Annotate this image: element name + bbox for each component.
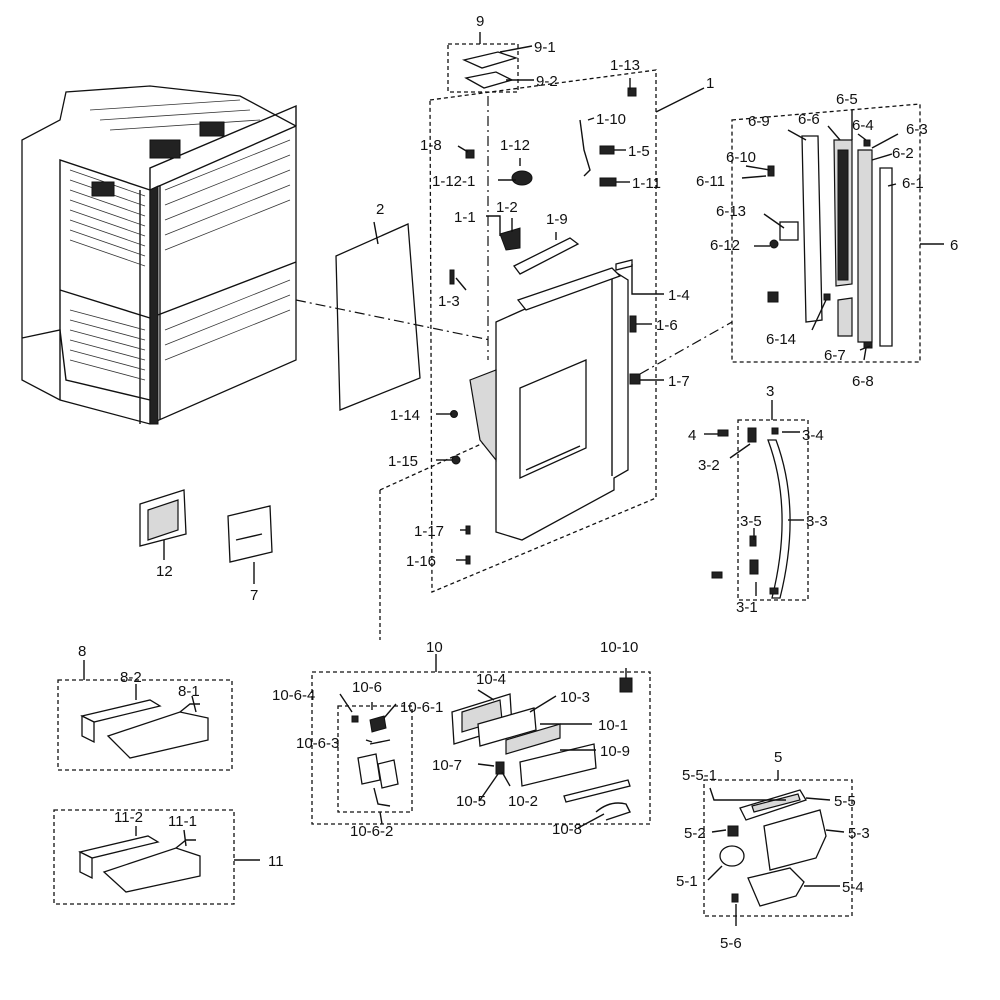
- label-6-6: 6-6: [798, 111, 820, 128]
- label-1-15: 1-15: [388, 453, 418, 470]
- assembly-10-box: [311, 671, 651, 825]
- label-1-3: 1-3: [438, 293, 460, 310]
- label-1-16: 1-16: [406, 553, 436, 570]
- label-5-3: 5-3: [848, 825, 870, 842]
- label-1-6: 1-6: [656, 317, 678, 334]
- label-1-1: 1-1: [454, 209, 476, 226]
- label-1-12-1: 1-12-1: [432, 173, 475, 190]
- label-5: 5: [774, 749, 782, 766]
- label-7: 7: [250, 587, 258, 604]
- label-6-7: 6-7: [824, 347, 846, 364]
- duct-11: [78, 835, 201, 893]
- label-1-8: 1-8: [420, 137, 442, 154]
- label-6-10: 6-10: [726, 149, 756, 166]
- label-10-7: 10-7: [432, 757, 462, 774]
- label-10-6-1: 10-6-1: [400, 699, 443, 716]
- label-11-1: 11-1: [168, 813, 197, 830]
- label-5-1: 5-1: [676, 873, 698, 890]
- label-6-2: 6-2: [892, 145, 914, 162]
- label-11-2: 11-2: [114, 809, 143, 826]
- assembly-3-box: [737, 419, 809, 601]
- label-1-14: 1-14: [390, 407, 420, 424]
- alignment-line-strips: [639, 321, 733, 375]
- alignment-line-gasket: [295, 299, 491, 341]
- door-strips: [767, 135, 893, 349]
- ice-maker-parts: [719, 789, 827, 907]
- label-9-1: 9-1: [534, 39, 556, 56]
- label-3-1: 3-1: [736, 599, 758, 616]
- label-10-3: 10-3: [560, 689, 590, 706]
- label-5-5-1: 5-5-1: [682, 767, 717, 784]
- label-5-4: 5-4: [842, 879, 864, 896]
- label-6-9: 6-9: [748, 113, 770, 130]
- assembly-6-box: [731, 103, 921, 363]
- label-10-5: 10-5: [456, 793, 486, 810]
- label-10-2: 10-2: [508, 793, 538, 810]
- refrigerator-cabinet: [21, 85, 297, 425]
- label-1-12: 1-12: [500, 137, 530, 154]
- door-small-parts: [449, 51, 641, 565]
- label-6-4: 6-4: [852, 117, 874, 134]
- leader-lines: [83, 32, 944, 926]
- label-2: 2: [376, 201, 384, 218]
- label-6-14: 6-14: [766, 331, 796, 348]
- label-10: 10: [426, 639, 443, 656]
- label-12: 12: [156, 563, 173, 580]
- label-10-8: 10-8: [552, 821, 582, 838]
- label-10-4: 10-4: [476, 671, 506, 688]
- label-8-2: 8-2: [120, 669, 142, 686]
- assembly-11-box: [53, 809, 235, 905]
- label-10-1: 10-1: [598, 717, 628, 734]
- label-1-5: 1-5: [628, 143, 650, 160]
- label-1-13: 1-13: [610, 57, 640, 74]
- label-11: 11: [268, 853, 284, 870]
- label-6-13: 6-13: [716, 203, 746, 220]
- label-3: 3: [766, 383, 774, 400]
- label-1-10: 1-10: [596, 111, 626, 128]
- duct-8: [80, 699, 209, 759]
- label-9: 9: [476, 13, 484, 30]
- label-9-2: 9-2: [536, 73, 558, 90]
- label-3-2: 3-2: [698, 457, 720, 474]
- label-6-1: 6-1: [902, 175, 924, 192]
- assembly-5-box: [703, 779, 853, 917]
- label-5-2: 5-2: [684, 825, 706, 842]
- label-1-4: 1-4: [668, 287, 690, 304]
- label-5-6: 5-6: [720, 935, 742, 952]
- label-1-2: 1-2: [496, 199, 518, 216]
- refrigerator-door: [469, 267, 629, 541]
- label-6: 6: [950, 237, 958, 254]
- dispenser-parts: [351, 677, 633, 821]
- label-10-6-4: 10-6-4: [272, 687, 315, 704]
- label-5-5: 5-5: [834, 793, 856, 810]
- label-10-9: 10-9: [600, 743, 630, 760]
- assembly-8-box: [57, 679, 233, 771]
- label-6-11: 6-11: [696, 173, 725, 190]
- label-3-3: 3-3: [806, 513, 828, 530]
- label-6-8: 6-8: [852, 373, 874, 390]
- label-6-3: 6-3: [906, 121, 928, 138]
- label-1: 1: [706, 75, 714, 92]
- label-10-10: 10-10: [600, 639, 638, 656]
- panel-7: [227, 505, 273, 563]
- label-3-4: 3-4: [802, 427, 824, 444]
- callout-labels: 9 9-1 9-2 1-13 1 1-8 1-12 1-12-1 1-10 1-…: [78, 13, 958, 952]
- label-8: 8: [78, 643, 86, 660]
- label-4: 4: [688, 427, 696, 444]
- label-10-6: 10-6: [352, 679, 382, 696]
- door-assembly-box: [379, 69, 657, 640]
- label-6-12: 6-12: [710, 237, 740, 254]
- label-8-1: 8-1: [178, 683, 200, 700]
- panel-12: [139, 489, 187, 547]
- door-handle: [711, 427, 791, 599]
- label-1-7: 1-7: [668, 373, 690, 390]
- label-1-11: 1-11: [632, 175, 661, 192]
- label-6-5: 6-5: [836, 91, 858, 108]
- label-10-6-3: 10-6-3: [296, 735, 339, 752]
- label-10-6-2: 10-6-2: [350, 823, 393, 840]
- label-1-9: 1-9: [546, 211, 568, 228]
- label-1-17: 1-17: [414, 523, 444, 540]
- label-3-5: 3-5: [740, 513, 762, 530]
